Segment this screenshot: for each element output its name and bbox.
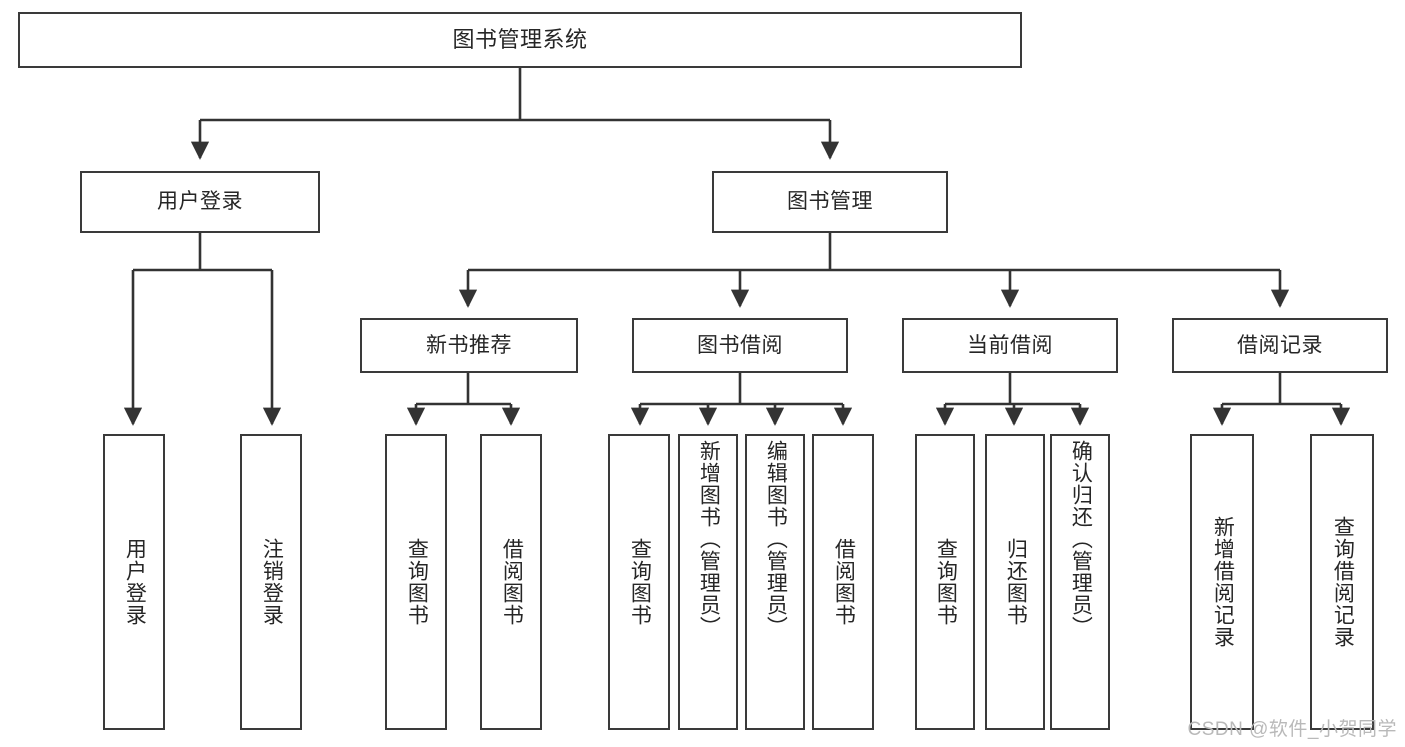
watermark: CSDN @软件_小贺同学 <box>1187 719 1397 740</box>
leaf-add-record[interactable]: 新增借阅记录 <box>1190 434 1254 730</box>
node-borrow-record[interactable]: 借阅记录 <box>1172 318 1388 373</box>
leaf-borrow-book-2[interactable]: 借阅图书 <box>812 434 874 730</box>
leaf-query-book-1[interactable]: 查询图书 <box>385 434 447 730</box>
leaf-query-book-1-label: 查询图书 <box>405 538 429 626</box>
node-current-borrow-label: 当前借阅 <box>967 333 1053 357</box>
leaf-query-book-3-label: 查询图书 <box>934 538 958 626</box>
leaf-confirm-return[interactable]: 确认归还（管理员） <box>1050 434 1110 730</box>
leaf-query-record[interactable]: 查询借阅记录 <box>1310 434 1374 730</box>
leaf-query-record-label: 查询借阅记录 <box>1331 516 1355 648</box>
leaf-add-record-label: 新增借阅记录 <box>1211 516 1235 648</box>
node-book-manage[interactable]: 图书管理 <box>712 171 948 233</box>
leaf-user-logout-label: 注销登录 <box>260 538 284 626</box>
node-book-borrow[interactable]: 图书借阅 <box>632 318 848 373</box>
leaf-add-book-label: 新增图书（管理员） <box>697 440 721 638</box>
node-user-login[interactable]: 用户登录 <box>80 171 320 233</box>
leaf-borrow-book-1-label: 借阅图书 <box>500 538 524 626</box>
leaf-return-book[interactable]: 归还图书 <box>985 434 1045 730</box>
node-current-borrow[interactable]: 当前借阅 <box>902 318 1118 373</box>
leaf-edit-book-label: 编辑图书（管理员） <box>764 440 788 638</box>
leaf-edit-book[interactable]: 编辑图书（管理员） <box>745 434 805 730</box>
leaf-borrow-book-2-label: 借阅图书 <box>832 538 856 626</box>
node-book-borrow-label: 图书借阅 <box>697 333 783 357</box>
node-book-manage-label: 图书管理 <box>787 190 873 214</box>
leaf-user-login-label: 用户登录 <box>123 538 147 626</box>
leaf-borrow-book-1[interactable]: 借阅图书 <box>480 434 542 730</box>
leaf-query-book-2-label: 查询图书 <box>628 538 652 626</box>
leaf-return-book-label: 归还图书 <box>1004 538 1028 626</box>
leaf-user-logout[interactable]: 注销登录 <box>240 434 302 730</box>
leaf-query-book-2[interactable]: 查询图书 <box>608 434 670 730</box>
node-new-book-recommend[interactable]: 新书推荐 <box>360 318 578 373</box>
leaf-query-book-3[interactable]: 查询图书 <box>915 434 975 730</box>
node-new-book-recommend-label: 新书推荐 <box>426 333 512 357</box>
node-root-label: 图书管理系统 <box>452 26 588 52</box>
leaf-user-login[interactable]: 用户登录 <box>103 434 165 730</box>
node-borrow-record-label: 借阅记录 <box>1237 333 1323 357</box>
leaf-confirm-return-label: 确认归还（管理员） <box>1069 440 1093 638</box>
leaf-add-book[interactable]: 新增图书（管理员） <box>678 434 738 730</box>
node-root[interactable]: 图书管理系统 <box>18 12 1022 68</box>
node-user-login-label: 用户登录 <box>157 190 243 214</box>
